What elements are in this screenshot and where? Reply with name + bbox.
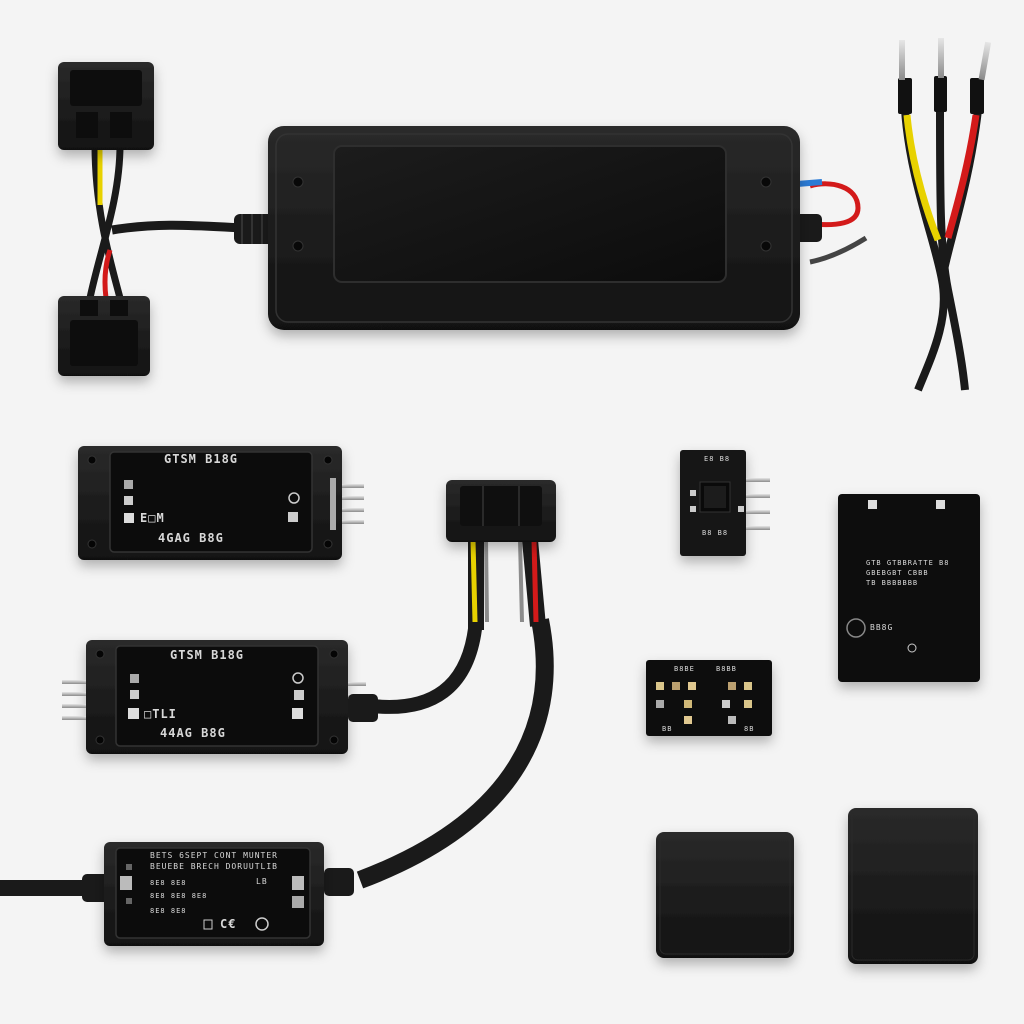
- wire-bundle-top-right: [898, 38, 992, 392]
- module-c: [0, 842, 354, 946]
- center-connector-cable: [356, 480, 556, 889]
- module-a: [78, 446, 364, 560]
- led-board-bottom-left-label: BB: [662, 725, 673, 733]
- module-b-bottom-label: 44AG B8G: [160, 726, 226, 740]
- led-board-right-label: B8BB: [716, 665, 737, 673]
- module-b-mid-label: □TLI: [144, 707, 177, 721]
- control-board-line1: GTB GTBBRATTE B8: [866, 559, 950, 567]
- small-chip-board: [680, 450, 770, 556]
- module-a-bottom-label: 4GAG B8G: [158, 531, 224, 545]
- module-c-line2: BEUEBE BRECH DORUUTLIB: [150, 862, 278, 871]
- module-c-line5: 8E8 8E8: [150, 907, 187, 915]
- connector-pair-top-left: [58, 62, 246, 376]
- small-led-board: [646, 660, 772, 736]
- module-a-top-label: GTSM B18G: [164, 452, 239, 466]
- module-b: [62, 619, 483, 754]
- led-board-bottom-right-label: 8B: [744, 725, 755, 733]
- control-board-mid-label: BB8G: [870, 623, 894, 632]
- module-a-mid-label: E□M: [140, 511, 165, 525]
- module-b-top-label: GTSM B18G: [170, 648, 245, 662]
- chip-small-bottom-label: B8 B8: [702, 529, 729, 537]
- module-c-cert: C€: [220, 917, 237, 931]
- control-board-line2: GBEBGBT CBBB: [866, 569, 929, 577]
- large-control-board: [838, 494, 980, 682]
- blank-block-right: [848, 808, 978, 964]
- blank-block-left: [656, 832, 794, 958]
- module-c-line3: 8E8 8E8: [150, 879, 187, 887]
- module-c-line4: 8E8 8E8 8E8: [150, 892, 208, 900]
- chip-small-top-label: E8 B8: [704, 455, 731, 463]
- module-c-line1: BETS 6SEPT CONT MUNTER: [150, 851, 278, 860]
- module-c-mark: LB: [256, 877, 268, 886]
- led-board-left-label: B8BE: [674, 665, 695, 673]
- large-power-module: [234, 126, 868, 330]
- control-board-line3: TB BBBBBBB: [866, 579, 919, 587]
